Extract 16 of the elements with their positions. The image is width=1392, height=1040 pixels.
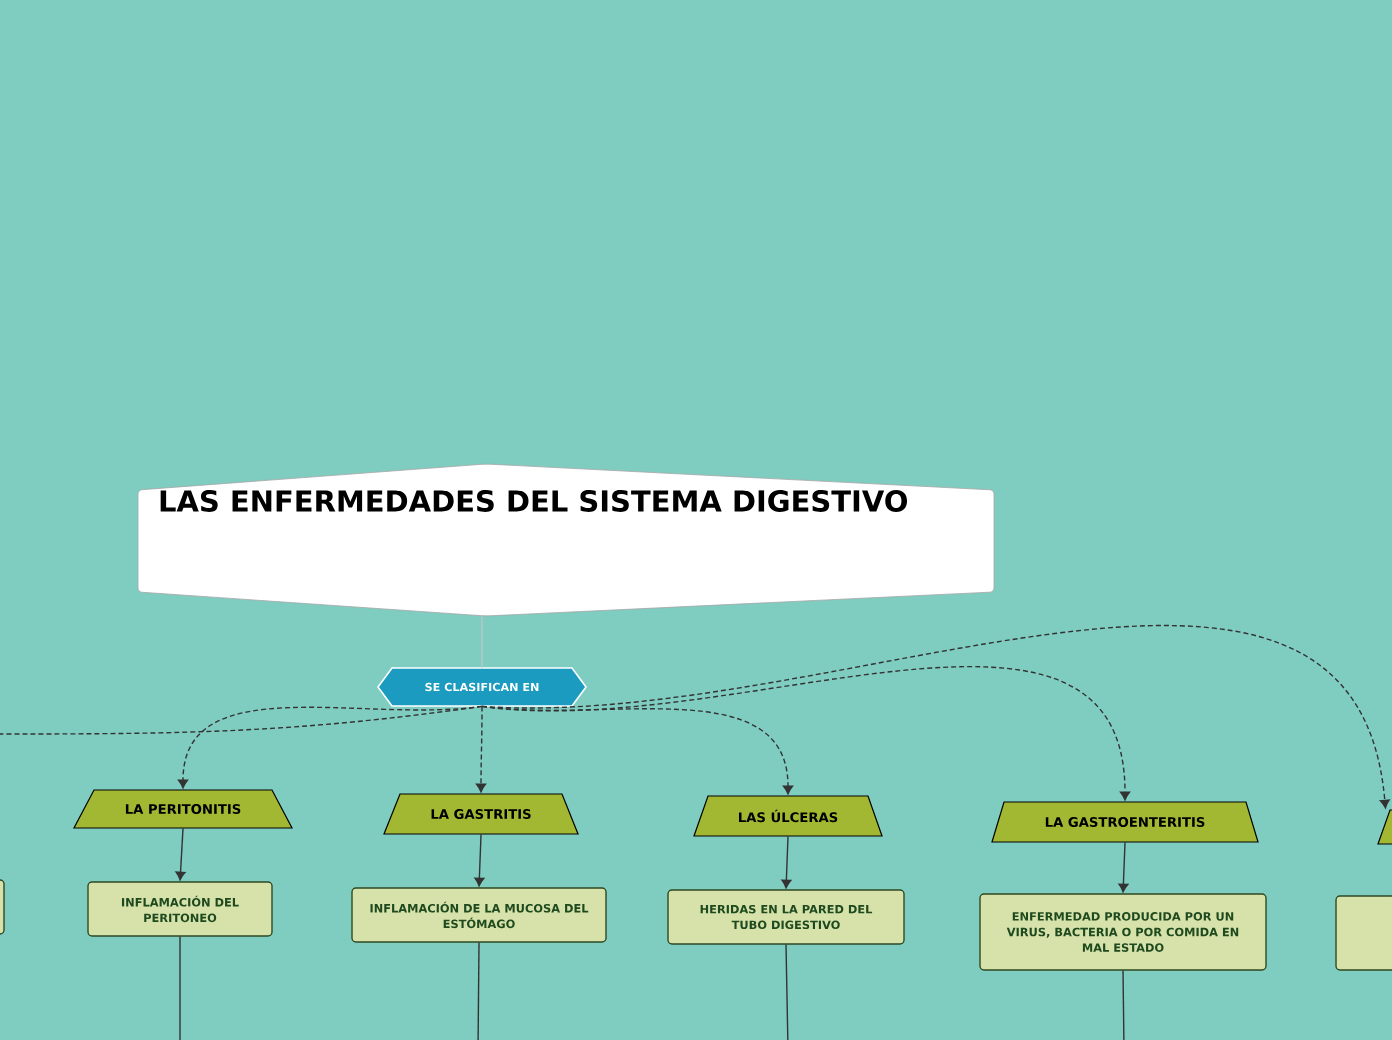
description-box bbox=[0, 879, 5, 935]
title-hexagon: LAS ENFERMEDADES DEL SISTEMA DIGESTIVO bbox=[137, 463, 995, 617]
connector bbox=[474, 833, 485, 887]
connector bbox=[781, 835, 792, 889]
connector bbox=[481, 666, 1131, 801]
connector bbox=[785, 943, 789, 1040]
connector bbox=[177, 705, 483, 789]
description-box bbox=[1335, 895, 1392, 971]
connector bbox=[481, 625, 1390, 809]
connector bbox=[481, 615, 483, 669]
connector bbox=[175, 827, 186, 881]
connector bbox=[475, 705, 487, 793]
connector bbox=[477, 941, 480, 1040]
connector bbox=[1122, 969, 1125, 1040]
connector bbox=[179, 935, 181, 1040]
connector bbox=[1118, 841, 1129, 893]
